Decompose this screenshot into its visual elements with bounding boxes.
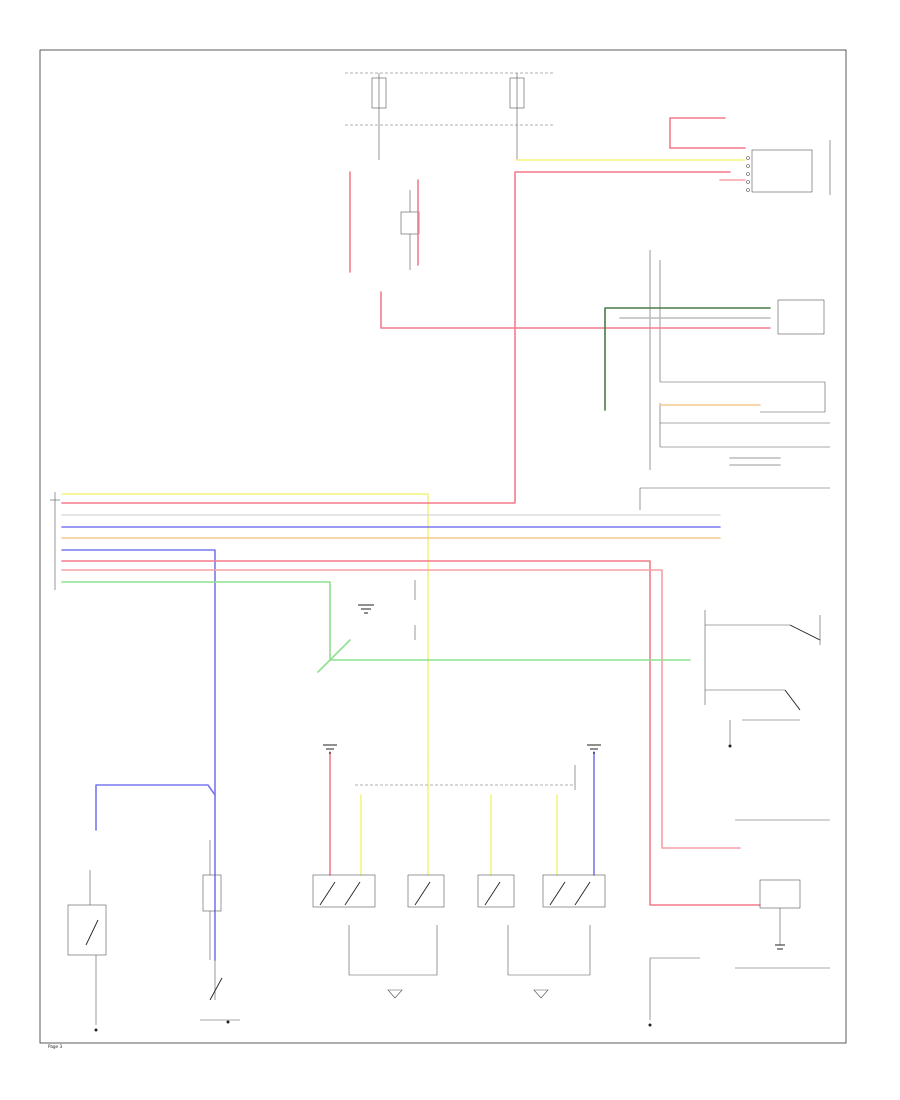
right-module-mid xyxy=(639,250,830,510)
bus-pink xyxy=(61,569,741,849)
joint-connector-center xyxy=(355,580,576,790)
mirror-switch-left xyxy=(312,874,445,999)
rear-switch-left xyxy=(67,870,107,1032)
fuel-sender xyxy=(648,819,830,1027)
wire-red-trunk xyxy=(514,171,731,503)
diagram-frame xyxy=(39,49,847,1044)
wire-green-branch xyxy=(317,659,331,673)
rear-switch-bottom xyxy=(200,960,240,1024)
mirror-switch-right xyxy=(477,874,606,999)
wire-harness xyxy=(61,117,781,961)
bus-green xyxy=(61,581,691,661)
wire-red-clock-top xyxy=(669,117,726,149)
wire-blue-left xyxy=(95,784,216,831)
wire-darkgreen-module xyxy=(604,307,771,411)
joint-connector-left xyxy=(202,840,222,960)
bus-yellow xyxy=(61,493,429,761)
page-number: Page 3 xyxy=(48,1044,62,1049)
digital-clock-block xyxy=(746,140,831,195)
left-harness-terminals xyxy=(50,492,60,590)
ground-symbols xyxy=(323,604,601,754)
bus-blue-lower xyxy=(61,549,216,961)
joint-connector-top xyxy=(400,190,420,270)
bus-red-lower xyxy=(61,560,761,906)
fuse-block-top xyxy=(345,72,555,160)
transmission-switch xyxy=(704,610,821,748)
wire-red-loop xyxy=(380,291,771,329)
wire-green-branch-2 xyxy=(329,639,351,661)
